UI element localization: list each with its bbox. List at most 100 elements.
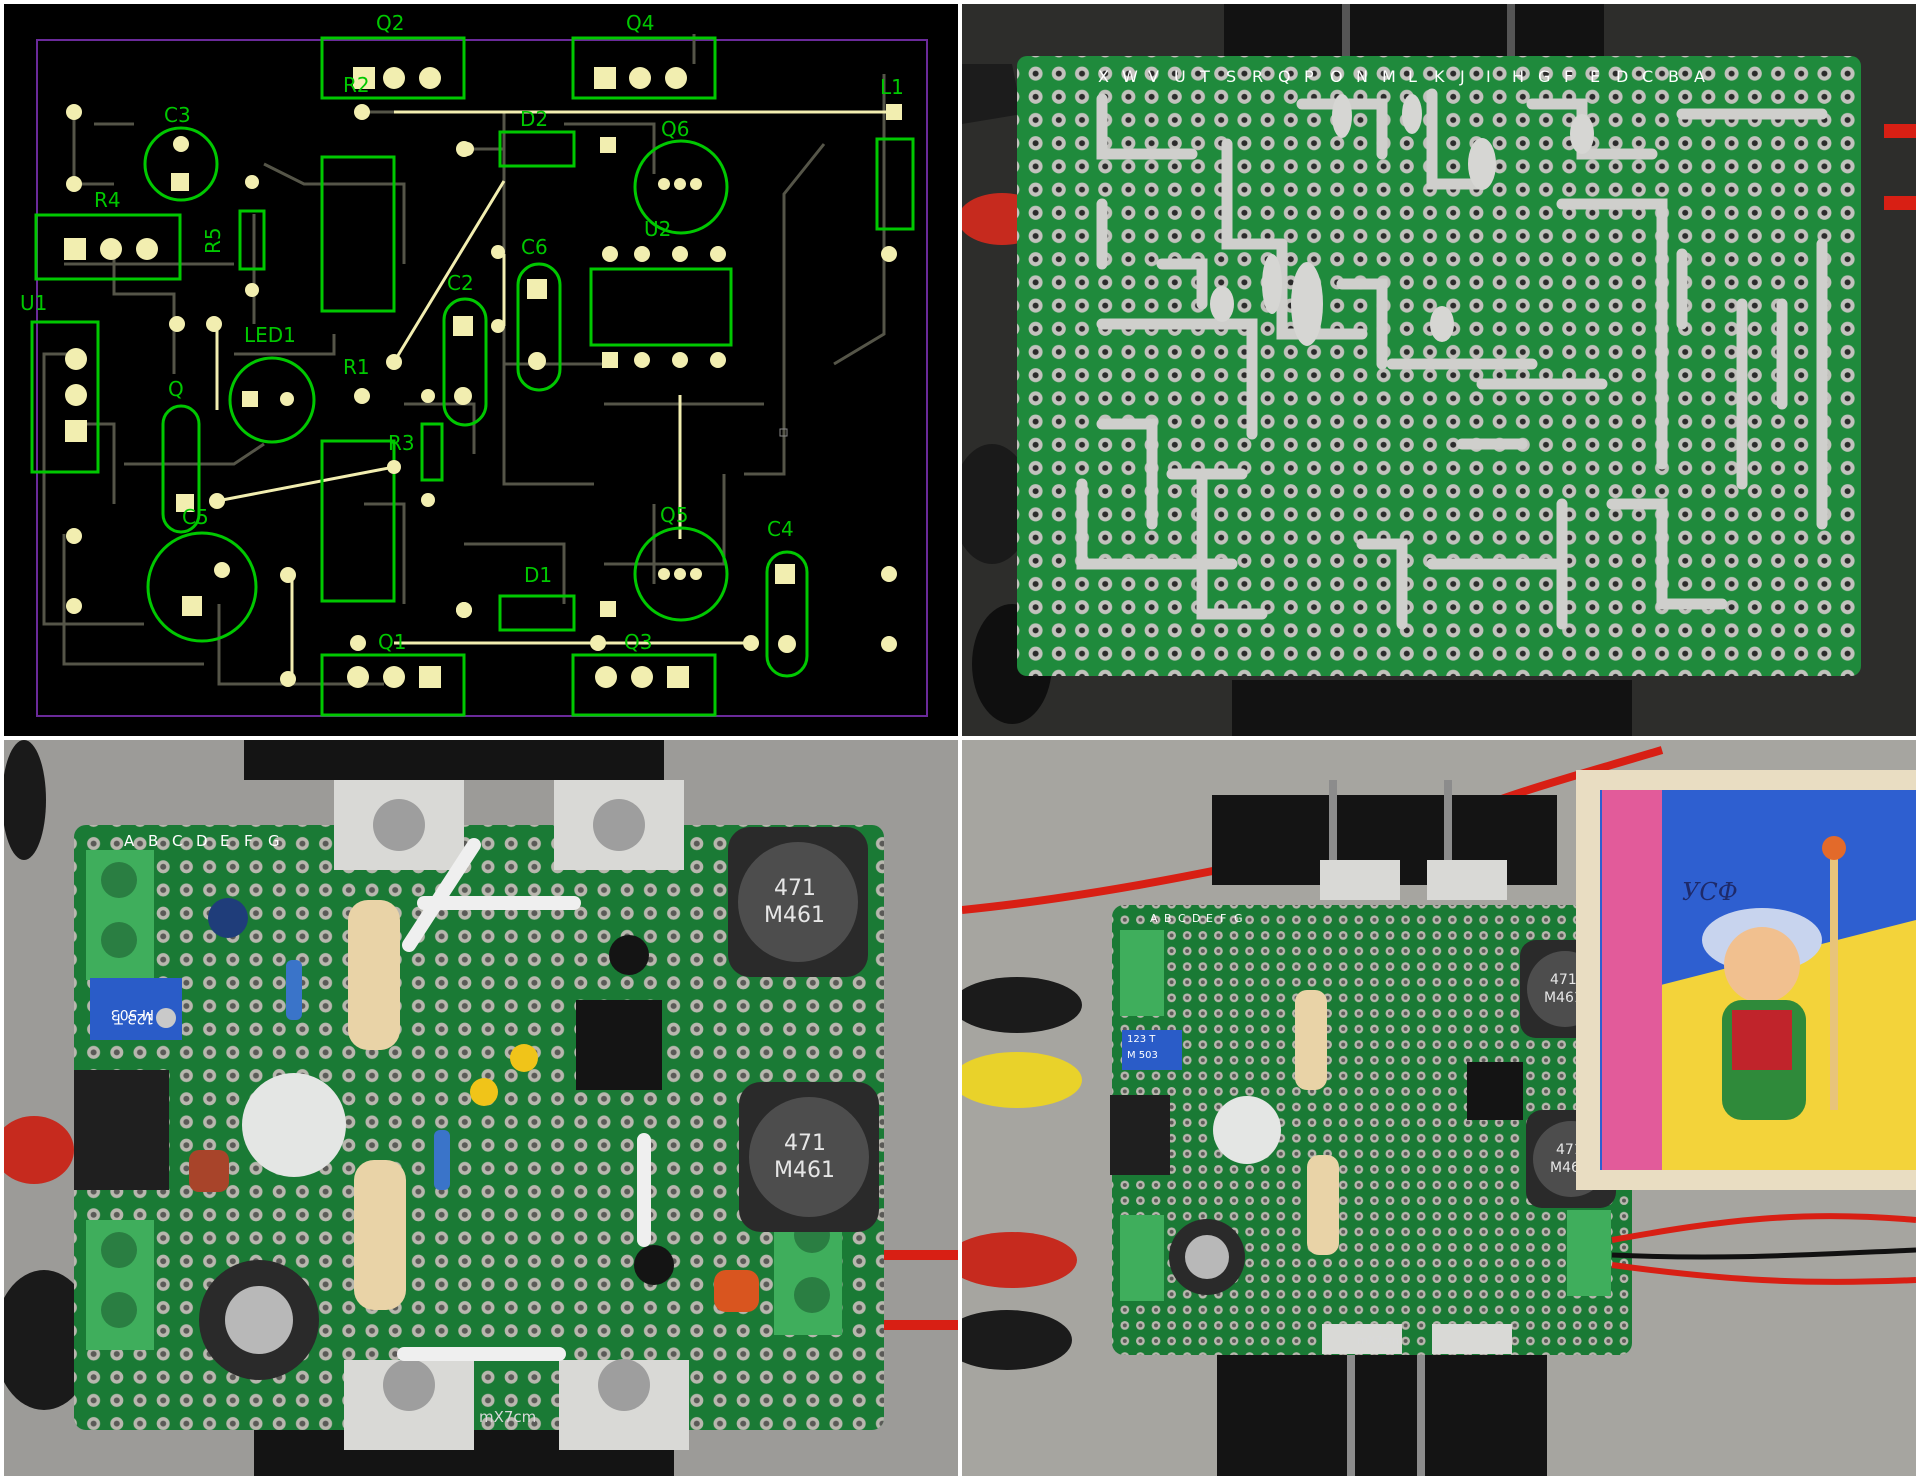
col-j: J xyxy=(1459,67,1465,86)
jumper-layer xyxy=(215,110,889,677)
pad-layer xyxy=(64,67,902,688)
col-a: A xyxy=(1150,912,1158,925)
matchbox xyxy=(1576,770,1916,1190)
inductor-top-label-1: 471 xyxy=(1550,972,1577,988)
col-c: C xyxy=(1642,67,1653,86)
heatsink-bottom xyxy=(1232,680,1632,736)
col-c: C xyxy=(172,832,182,850)
col-b: B xyxy=(148,832,158,850)
label-u2: U2 xyxy=(644,217,671,241)
inductor-bottom-label-2: M461 xyxy=(774,1158,835,1183)
col-a: A xyxy=(124,832,135,850)
label-q4: Q4 xyxy=(626,11,654,35)
wires-right xyxy=(1884,124,1916,210)
col-d: D xyxy=(1192,912,1200,925)
solder-blobs xyxy=(1210,94,1594,346)
col-f: F xyxy=(1220,912,1226,925)
col-v: V xyxy=(1148,67,1159,86)
col-x: X xyxy=(1098,67,1109,86)
col-t: T xyxy=(1199,67,1210,86)
board-top-scene: A B C D E F G 123 T M 503 471 M461 471 M… xyxy=(4,740,958,1476)
label-r4: R4 xyxy=(94,188,121,212)
led xyxy=(242,1073,346,1177)
label-q1: Q1 xyxy=(378,630,406,654)
label-c4: C4 xyxy=(767,517,794,541)
col-g: G xyxy=(268,832,280,850)
label-r5: R5 xyxy=(201,227,225,254)
inductor-top-label-1: 471 xyxy=(774,876,816,901)
inductor-labels: 471 M461 471 M461 xyxy=(764,876,835,1183)
designator-labels: Q2 Q4 R2 D2 L1 C3 Q6 R4 R5 U2 C6 C2 U1 L… xyxy=(20,11,904,654)
col-e: E xyxy=(1590,67,1600,86)
label-u1: U1 xyxy=(20,291,47,315)
col-d: D xyxy=(1616,67,1628,86)
trimmer-label-1: 123 T xyxy=(114,1010,154,1026)
col-b: B xyxy=(1668,67,1679,86)
col-l: L xyxy=(1408,67,1417,86)
col-e: E xyxy=(1206,912,1213,925)
label-c2: C2 xyxy=(447,271,474,295)
label-d1: D1 xyxy=(524,563,552,587)
trimmer-label-2: M 503 xyxy=(1127,1050,1158,1061)
col-k: K xyxy=(1434,67,1445,86)
col-g: G xyxy=(1234,912,1243,925)
label-r1: R1 xyxy=(343,355,370,379)
label-q: Q xyxy=(168,377,184,401)
label-d2: D2 xyxy=(520,107,548,131)
board-outline xyxy=(36,39,928,717)
col-f: F xyxy=(244,832,253,850)
board-size-text: mX7cm xyxy=(1357,1334,1399,1347)
col-b: B xyxy=(1164,912,1172,925)
pcb-layout-drawing: Q2 Q4 R2 D2 L1 C3 Q6 R4 R5 U2 C6 C2 U1 L… xyxy=(4,4,958,736)
label-q6: Q6 xyxy=(661,117,689,141)
heatsink-bottom xyxy=(1217,1355,1547,1476)
col-g: G xyxy=(1538,67,1550,86)
board-size-text: mX7cm xyxy=(479,1408,536,1426)
column-letters: A B C D E F G xyxy=(1150,912,1243,925)
label-c5: C5 xyxy=(182,505,209,529)
inductor-top-label-2: M461 xyxy=(1544,990,1583,1006)
board-bottom-scene: X W V U T S R Q P O N M L K J I H G F E … xyxy=(962,4,1916,736)
component-outlines xyxy=(30,36,915,717)
board-top-photo: A B C D E F G 123 T M 503 471 M461 471 M… xyxy=(4,740,958,1476)
col-e: E xyxy=(220,832,229,850)
col-r: R xyxy=(1252,67,1263,86)
regulator xyxy=(74,1070,169,1190)
alligator-clips xyxy=(4,740,958,1410)
label-r2: R2 xyxy=(343,73,370,97)
inductors xyxy=(728,827,879,1232)
col-d: D xyxy=(196,832,208,850)
pcb-layout-panel: Q2 Q4 R2 D2 L1 C3 Q6 R4 R5 U2 C6 C2 U1 L… xyxy=(4,4,958,736)
label-q2: Q2 xyxy=(376,11,404,35)
trimmer-label-2: M 503 xyxy=(111,1006,154,1022)
board-compare-scene: A B C D E F G 471 M461 471 M461 123 T M … xyxy=(962,740,1916,1476)
label-l1: L1 xyxy=(880,75,904,99)
col-u: U xyxy=(1174,67,1186,86)
col-w: W xyxy=(1122,67,1138,86)
trimmer-label-1: 123 T xyxy=(1127,1034,1156,1045)
power-transistors xyxy=(334,780,689,1450)
col-s: S xyxy=(1226,67,1236,86)
red-wires-right xyxy=(1611,1213,1916,1285)
col-m: M xyxy=(1382,67,1396,86)
col-i: I xyxy=(1486,67,1491,86)
col-n: N xyxy=(1356,67,1368,86)
small-capacitor xyxy=(208,898,248,938)
column-letters-top: X W V U T S R Q P O N M L K J I H G F E … xyxy=(1098,67,1705,86)
label-led1: LED1 xyxy=(244,323,296,347)
column-letters: A B C D E F G xyxy=(124,832,280,850)
solder-traces xyxy=(1076,88,1828,630)
label-q3: Q3 xyxy=(624,630,652,654)
label-c3-top: C3 xyxy=(164,103,191,127)
resistors xyxy=(286,900,450,1310)
col-o: O xyxy=(1330,67,1343,86)
white-jumpers xyxy=(397,838,651,1361)
col-c: C xyxy=(1178,912,1186,925)
label-q5: Q5 xyxy=(660,503,688,527)
ic-chip xyxy=(576,1000,662,1090)
heatsink-top xyxy=(1224,4,1604,64)
col-h: H xyxy=(1512,67,1524,86)
col-a: A xyxy=(1694,67,1705,86)
film-capacitor xyxy=(714,1270,759,1312)
inductor-bottom-label-1: 471 xyxy=(784,1131,826,1156)
